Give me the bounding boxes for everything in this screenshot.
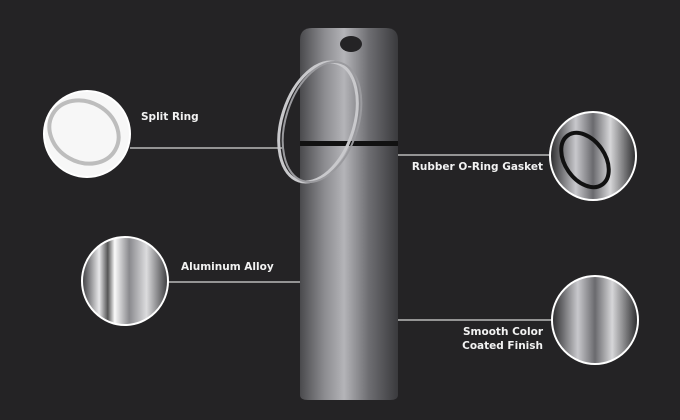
finish-detail-image [551, 275, 639, 365]
o-ring-detail-image [549, 111, 637, 201]
connector-lines [130, 147, 552, 321]
aluminum-label: Aluminum Alloy [181, 261, 274, 273]
product-capsule-image [277, 28, 398, 400]
finish-label-line2: Coated Finish [462, 340, 543, 352]
aluminum-detail-image [81, 236, 169, 326]
finish-label-line1: Smooth Color [463, 326, 543, 338]
o-ring-label: Rubber O-Ring Gasket [411, 161, 543, 173]
split-ring-detail-image [43, 90, 131, 178]
split-ring-label: Split Ring [141, 111, 199, 123]
finish-label: Smooth Color Coated Finish [462, 325, 543, 353]
